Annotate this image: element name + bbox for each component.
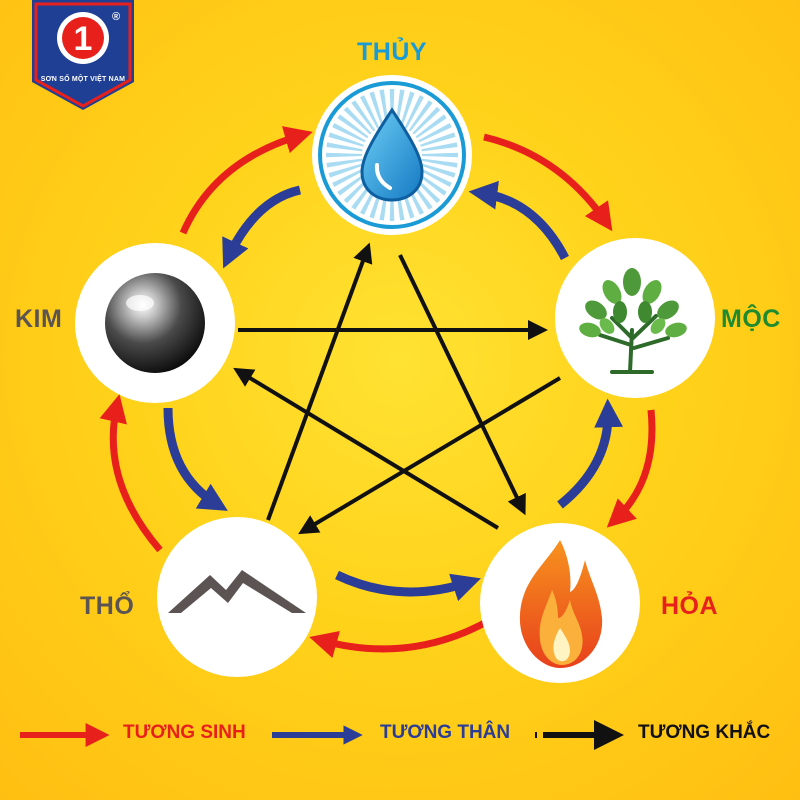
sinh-arrows: [99, 126, 656, 658]
arrow-hoa-to-moc: [557, 398, 624, 509]
sunburst-ray: [400, 91, 415, 127]
logo-registered-mark: ®: [112, 11, 120, 23]
node-thuy: [312, 75, 472, 235]
sunburst-ray: [421, 152, 458, 158]
arrow-tho-to-hoa: [335, 570, 481, 602]
sunburst-ray: [418, 122, 452, 143]
sunburst-ray: [328, 163, 364, 178]
legend-label-khac: TƯƠNG KHẮC: [638, 722, 771, 743]
sunburst-ray: [421, 158, 458, 168]
sunburst-ray: [326, 142, 363, 152]
sunburst-ray: [415, 114, 447, 139]
sunburst-ray: [420, 163, 456, 178]
label-thuy: THỦY: [357, 38, 428, 66]
label-hoa: HỎA: [661, 592, 719, 620]
arrow-moc-to-tho: [298, 376, 562, 535]
sunburst-ray: [412, 106, 441, 135]
logo-numeral: 1: [74, 20, 93, 58]
arrow-tho-to-kim: [99, 394, 163, 553]
arrow-hoa-to-tho: [309, 616, 492, 658]
sunburst-ray: [420, 132, 456, 147]
arrow-moc-to-thuy: [468, 180, 569, 261]
legend-label-sinh: TƯƠNG SINH: [123, 722, 246, 743]
sunburst-ray: [369, 91, 384, 127]
tree-icon: [579, 268, 687, 374]
metal-ball-icon: [105, 273, 205, 373]
label-moc: MỘC: [721, 305, 781, 333]
sunburst-ray: [351, 100, 376, 132]
arrow-kim-to-tho: [163, 407, 228, 511]
mountain-icon: [168, 570, 306, 613]
node-hoa: [480, 523, 640, 683]
khac-arrows: [233, 242, 562, 535]
arrow-thuy-to-moc: [483, 133, 613, 232]
than-arrows: [163, 180, 624, 602]
sunburst-ray: [326, 158, 363, 168]
node-kim: [75, 243, 235, 403]
sunburst-ray: [359, 95, 380, 129]
sunburst-ray: [415, 171, 447, 196]
arrow-tho-to-thuy: [266, 242, 373, 521]
arrow-thuy-to-kim: [222, 185, 302, 269]
sunburst-ray: [332, 167, 366, 188]
sunburst-ray: [337, 114, 369, 139]
flame-icon: [519, 540, 603, 668]
label-tho: THỔ: [80, 592, 135, 620]
arrow-hoa-to-kim: [233, 367, 500, 530]
sunburst-ray: [328, 132, 364, 147]
sunburst-ray: [337, 171, 369, 196]
node-moc: [555, 238, 715, 398]
arrow-moc-to-hoa: [606, 409, 656, 528]
brand-logo: 1 ®: [32, 0, 134, 110]
sunburst-rays: [326, 89, 458, 221]
sunburst-ray: [404, 95, 425, 129]
sunburst-ray: [421, 142, 458, 152]
logo-brand-text: SƠN SỐ MỘT VIỆT NAM: [40, 76, 126, 83]
sunburst-ray: [418, 167, 452, 188]
legend-label-than: TƯƠNG THÂN: [380, 722, 511, 743]
arrow-kim-to-thuy: [179, 126, 313, 235]
arrow-thuy-to-hoa: [398, 254, 526, 516]
sunburst-ray: [332, 122, 366, 143]
node-tho: [157, 517, 317, 677]
label-kim: KIM: [15, 305, 63, 333]
water-drop-icon: [360, 107, 424, 202]
sunburst-ray: [408, 100, 433, 132]
sunburst-ray: [326, 152, 363, 158]
sunburst-ray: [343, 106, 372, 135]
